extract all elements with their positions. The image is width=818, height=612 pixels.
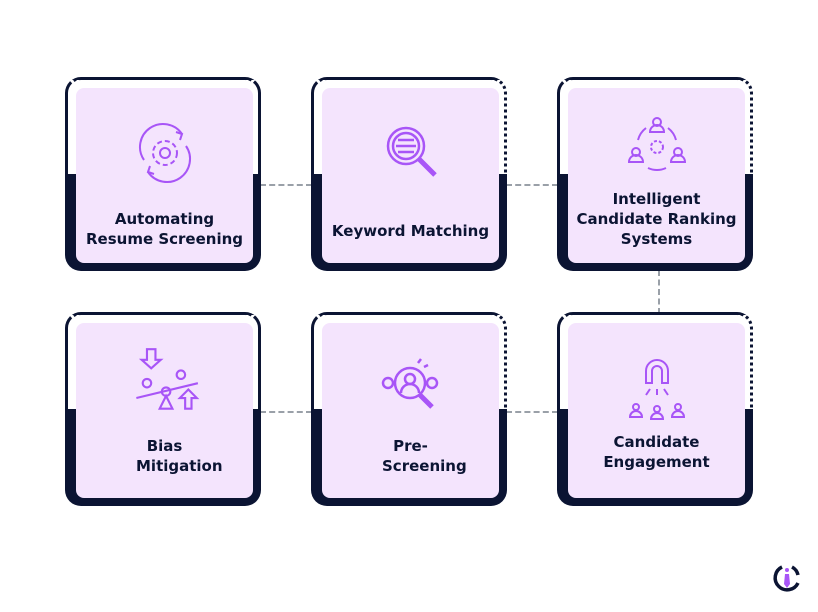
card-bias-mitigation: Bias Mitigation — [65, 312, 261, 506]
magnet-people-icon — [628, 359, 685, 420]
connector — [260, 411, 312, 413]
seesaw-icon — [135, 348, 199, 410]
search-person-icon — [381, 358, 438, 409]
brand-logo — [773, 565, 800, 592]
card-keyword-matching: Keyword Matching — [311, 77, 507, 271]
card-pre-screening: Pre-Screening — [311, 312, 507, 506]
gear-cycle-icon — [138, 122, 191, 184]
connector — [506, 411, 558, 413]
card-label: Candidate Engagement — [603, 433, 710, 471]
connector — [260, 184, 312, 186]
card-automating-resume-screening: Automating Resume Screening — [65, 77, 261, 271]
card-label: Intelligent Candidate Ranking Systems — [576, 190, 737, 248]
card-label: Pre-Screening — [382, 437, 467, 475]
card-label: Automating Resume Screening — [85, 210, 244, 248]
card-label: Bias Mitigation — [136, 437, 223, 475]
card-intelligent-candidate-ranking: Intelligent Candidate Ranking Systems — [557, 77, 753, 271]
people-gear-icon — [627, 117, 686, 171]
card-label: Keyword Matching — [331, 222, 490, 240]
magnifier-icon — [386, 126, 437, 177]
card-candidate-engagement: Candidate Engagement — [557, 312, 753, 506]
connector — [506, 184, 558, 186]
connector — [658, 270, 660, 314]
